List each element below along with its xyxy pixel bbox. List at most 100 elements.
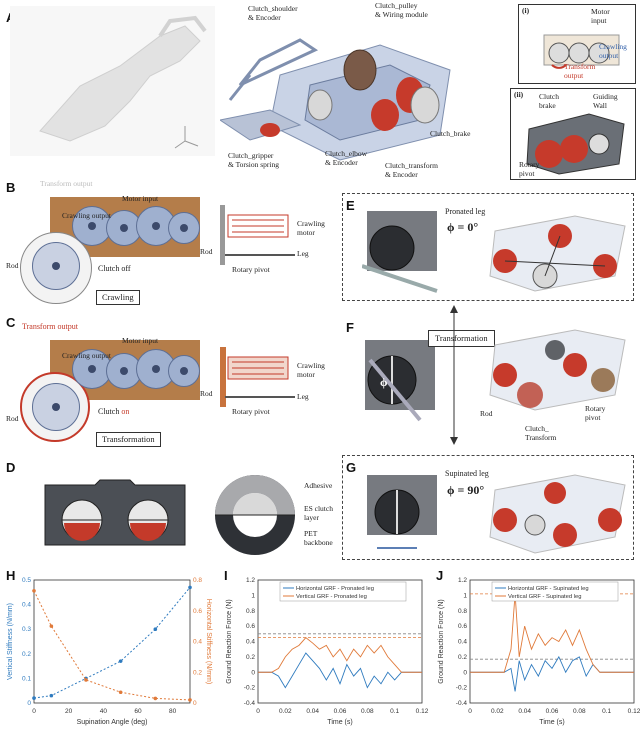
annotation-clutch-shoulder: Clutch_shoulder & Encoder bbox=[248, 4, 298, 22]
b-clutch-state: Clutch off bbox=[98, 264, 131, 273]
h-xlabel: Supination Angle (deg) bbox=[77, 719, 148, 726]
h-xtick-label: 60 bbox=[134, 708, 142, 715]
e-closeup bbox=[362, 211, 438, 293]
inset-ii-clutch-brake: Clutch brake bbox=[539, 92, 559, 110]
inset-ii-rotary-pivot: Rotary pivot bbox=[519, 160, 540, 178]
j-xtick-label: 0 bbox=[468, 708, 472, 715]
j-ytick-label: 1 bbox=[463, 592, 467, 599]
j-ytick-label: -0.2 bbox=[456, 685, 468, 692]
i-xtick-label: 0 bbox=[256, 708, 260, 715]
j-ytick-label: 0.6 bbox=[458, 623, 467, 630]
g-phi: ϕ = 90° bbox=[447, 483, 485, 497]
h-plot-frame bbox=[33, 579, 191, 704]
c-leg: Leg bbox=[297, 392, 309, 401]
h-data-point bbox=[49, 693, 54, 698]
h-ytick-right-label: 0.4 bbox=[193, 639, 202, 646]
h-ylabel-right: Horizontal Stiffness (N/mm) bbox=[205, 599, 212, 684]
e-leg-state: Pronated leg bbox=[445, 207, 486, 216]
i-xlabel: Time (s) bbox=[327, 719, 352, 726]
h-data-point bbox=[188, 698, 192, 702]
h-ytick-left-label: 0.5 bbox=[22, 577, 31, 584]
j-xlabel: Time (s) bbox=[539, 719, 564, 726]
h-ytick-right-label: 0.2 bbox=[193, 669, 202, 676]
b-leg: Leg bbox=[297, 249, 309, 258]
d-pet: PET backbone bbox=[304, 529, 333, 547]
j-ytick-label: 0.8 bbox=[458, 608, 467, 615]
h-xtick-label: 0 bbox=[32, 708, 36, 715]
i-xtick-label: 0.08 bbox=[361, 708, 374, 715]
j-legend-entry: Vertical GRF - Supinated leg bbox=[508, 594, 581, 600]
j-legend-entry: Horizontal GRF - Supinated leg bbox=[508, 586, 589, 592]
h-data-point bbox=[84, 678, 88, 682]
g-closeup bbox=[367, 475, 437, 549]
panel-label-d: D bbox=[6, 460, 16, 475]
j-ytick-label: 0.2 bbox=[458, 654, 467, 661]
i-xtick-label: 0.06 bbox=[334, 708, 347, 715]
inset-ii: (ii) Clutch brake Guiding Wall Rotary pi… bbox=[510, 88, 636, 180]
annotation-clutch-elbow: Clutch_elbow & Encoder bbox=[325, 149, 368, 167]
i-ytick-label: 0 bbox=[251, 669, 255, 676]
h-data-point bbox=[118, 659, 123, 663]
i-legend-entry: Horizontal GRF - Pronated leg bbox=[296, 586, 374, 592]
c-gear-4 bbox=[168, 355, 200, 387]
i-ytick-label: -0.2 bbox=[244, 685, 256, 692]
c-clutch-state: Clutch on bbox=[98, 407, 129, 417]
j-series-line-0 bbox=[470, 655, 634, 692]
c-clutch-prefix: Clutch bbox=[98, 407, 122, 416]
mechanism-exploded-view bbox=[220, 38, 451, 161]
h-ytick-right-label: 0.8 bbox=[193, 577, 202, 584]
b-motor-input: Motor input bbox=[122, 194, 159, 203]
f-rod: Rod bbox=[480, 409, 493, 418]
robot-silhouette bbox=[10, 6, 215, 156]
c-rod-side: Rod bbox=[200, 389, 213, 398]
panel-label-j: J bbox=[436, 568, 444, 583]
c-rod: Rod bbox=[6, 414, 19, 423]
j-ytick-label: 1.2 bbox=[458, 577, 467, 584]
h-data-point bbox=[153, 696, 158, 701]
annotation-clutch-brake: Clutch_brake bbox=[430, 129, 471, 138]
i-ytick-label: 0.2 bbox=[246, 654, 255, 661]
h-ytick-right-label: 0 bbox=[193, 700, 197, 707]
f-clutch-transform: Clutch_ Transform bbox=[525, 424, 557, 442]
b-transform-output: Transform output bbox=[40, 179, 93, 188]
d-adhesive: Adhesive bbox=[304, 481, 333, 490]
f-transformation-box: Transformation bbox=[428, 330, 495, 347]
panel-label-i: I bbox=[224, 568, 228, 583]
i-xtick-label: 0.04 bbox=[306, 708, 319, 715]
i-plot-frame bbox=[257, 579, 423, 704]
panel-label-e: E bbox=[346, 198, 355, 213]
j-xtick-label: 0.04 bbox=[518, 708, 531, 715]
d-pad-sheet bbox=[44, 479, 186, 546]
b-mode-box: Crawling bbox=[96, 290, 140, 305]
j-ylabel: Ground Reaction Force (N) bbox=[438, 599, 445, 683]
h-ytick-left-label: 0.1 bbox=[22, 675, 31, 682]
j-xtick-label: 0.06 bbox=[546, 708, 559, 715]
annotation-clutch-pulley: Clutch_pulley & Wiring module bbox=[375, 1, 428, 19]
f-closeup bbox=[365, 340, 435, 422]
h-ytick-left-label: 0.3 bbox=[22, 626, 31, 633]
d-es-clutch: ES clutch layer bbox=[304, 504, 333, 522]
h-xtick-label: 80 bbox=[169, 708, 177, 715]
f-robot-3d bbox=[489, 329, 626, 411]
f-rotary-pivot: Rotary pivot bbox=[585, 404, 606, 422]
b-rod: Rod bbox=[6, 261, 19, 270]
inset-i-label: (i) bbox=[522, 6, 530, 15]
c-transform-output: Transform output bbox=[22, 322, 78, 331]
h-data-point bbox=[32, 588, 36, 593]
g-leg-state: Supinated leg bbox=[445, 469, 489, 478]
c-side-view bbox=[220, 347, 295, 407]
i-ytick-label: 1 bbox=[251, 592, 255, 599]
c-crawling-output: Crawling output bbox=[62, 351, 111, 360]
panel-label-g: G bbox=[346, 460, 357, 475]
h-ytick-left-label: 0.2 bbox=[22, 651, 31, 658]
j-plot-frame bbox=[469, 579, 635, 704]
i-legend-entry: Vertical GRF - Pronated leg bbox=[296, 594, 367, 600]
inset-i-transform-output: Transform output bbox=[564, 62, 596, 80]
b-clutch-gear bbox=[32, 242, 80, 290]
h-data-point bbox=[32, 696, 36, 700]
f-transition-arrow bbox=[450, 305, 458, 445]
i-ytick-label: 0.6 bbox=[246, 623, 255, 630]
i-xtick-label: 0.1 bbox=[390, 708, 399, 715]
